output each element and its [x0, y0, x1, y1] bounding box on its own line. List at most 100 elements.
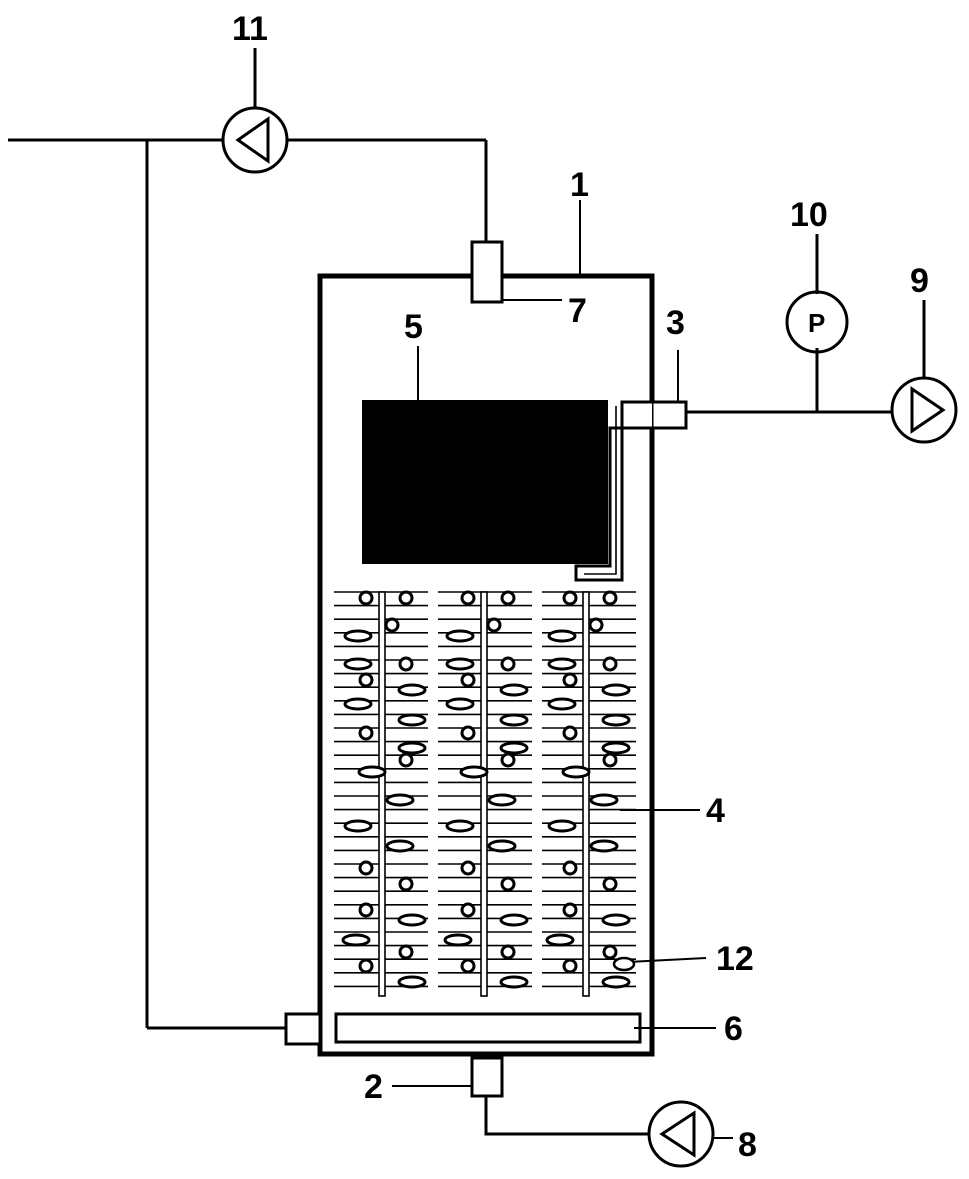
carrier-bead: [358, 958, 374, 974]
distributor-plate: [334, 1012, 642, 1044]
carrier-bead: [588, 617, 604, 633]
carrier-bead: [398, 590, 414, 606]
carrier-disc: [397, 913, 427, 927]
dark-block: [362, 400, 608, 564]
carrier-disc: [547, 819, 577, 833]
packing-area: [334, 590, 636, 997]
support-rod: [582, 591, 590, 997]
carrier-bead: [602, 944, 618, 960]
label-4: 4: [706, 792, 725, 830]
carrier-bead: [358, 725, 374, 741]
label-7: 7: [568, 292, 587, 330]
carrier-bead: [500, 656, 516, 672]
label-5: 5: [404, 308, 423, 346]
carrier-disc: [445, 819, 475, 833]
carrier-bead: [602, 752, 618, 768]
carrier-disc: [547, 697, 577, 711]
carrier-disc: [357, 765, 387, 779]
carrier-bead: [460, 725, 476, 741]
pressure-gauge: [785, 290, 849, 354]
carrier-disc: [385, 793, 415, 807]
carrier-disc: [445, 629, 475, 643]
carrier-bead: [562, 902, 578, 918]
carrier-bead: [398, 944, 414, 960]
side-port: [650, 400, 688, 430]
label-8: 8: [738, 1126, 757, 1164]
carrier-bead: [500, 944, 516, 960]
carrier-disc: [499, 975, 529, 989]
carrier-bead: [562, 672, 578, 688]
carrier-disc: [499, 713, 529, 727]
carrier-disc: [601, 913, 631, 927]
carrier-disc: [487, 793, 517, 807]
carrier-disc: [341, 933, 371, 947]
carrier-disc: [445, 657, 475, 671]
carrier-bead: [500, 590, 516, 606]
carrier-bead: [460, 860, 476, 876]
top-port: [470, 240, 504, 304]
carrier-disc: [499, 683, 529, 697]
label-2: 2: [364, 1068, 383, 1106]
carrier-disc: [487, 839, 517, 853]
pump-triangle-icon: [659, 1110, 696, 1158]
carrier-disc: [589, 793, 619, 807]
carrier-disc: [601, 713, 631, 727]
carrier-disc: [601, 741, 631, 755]
carrier-bead: [358, 860, 374, 876]
top-pump[interactable]: [221, 106, 289, 174]
carrier-disc: [343, 629, 373, 643]
carrier-disc: [343, 819, 373, 833]
carrier-bead: [460, 672, 476, 688]
carrier-disc: [601, 975, 631, 989]
gas-bubble: [612, 956, 636, 972]
carrier-disc: [343, 697, 373, 711]
bottom-pump[interactable]: [647, 1100, 715, 1168]
carrier-disc: [343, 657, 373, 671]
carrier-disc: [545, 933, 575, 947]
carrier-bead: [460, 590, 476, 606]
carrier-bead: [398, 656, 414, 672]
carrier-bead: [358, 672, 374, 688]
label-9: 9: [910, 262, 929, 300]
carrier-disc: [547, 657, 577, 671]
carrier-bead: [500, 876, 516, 892]
label-3: 3: [666, 304, 685, 342]
carrier-disc: [547, 629, 577, 643]
top-recirculation-line: [8, 138, 488, 1030]
carrier-bead: [358, 590, 374, 606]
carrier-bead: [562, 860, 578, 876]
carrier-disc: [445, 697, 475, 711]
label-12: 12: [716, 940, 754, 978]
right-pump[interactable]: [890, 376, 958, 444]
carrier-bead: [562, 725, 578, 741]
bottom-port: [470, 1056, 504, 1098]
carrier-bead: [460, 902, 476, 918]
carrier-bead: [460, 958, 476, 974]
carrier-disc: [443, 933, 473, 947]
carrier-disc: [499, 913, 529, 927]
label-11: 11: [232, 10, 268, 48]
carrier-bead: [486, 617, 502, 633]
carrier-disc: [397, 683, 427, 697]
carrier-disc: [397, 741, 427, 755]
carrier-disc: [601, 683, 631, 697]
carrier-bead: [398, 752, 414, 768]
carrier-disc: [499, 741, 529, 755]
gauge-symbol: P: [808, 308, 825, 338]
label-6: 6: [724, 1010, 743, 1048]
carrier-disc: [397, 975, 427, 989]
carrier-disc: [385, 839, 415, 853]
carrier-bead: [602, 876, 618, 892]
carrier-disc: [589, 839, 619, 853]
pump-triangle-icon: [910, 386, 946, 434]
carrier-bead: [602, 590, 618, 606]
carrier-disc: [459, 765, 489, 779]
carrier-bead: [384, 617, 400, 633]
carrier-disc: [397, 713, 427, 727]
carrier-bead: [602, 656, 618, 672]
left-inlet-port: [284, 1012, 322, 1046]
carrier-bead: [358, 902, 374, 918]
carrier-bead: [500, 752, 516, 768]
label-10: 10: [790, 196, 828, 234]
